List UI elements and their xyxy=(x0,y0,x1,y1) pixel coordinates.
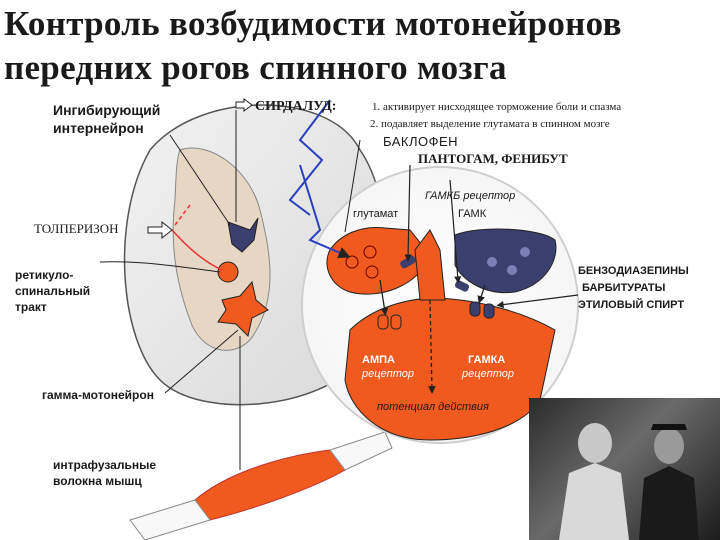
ampa-label-1: АМПА xyxy=(362,354,395,366)
interneuron-label-line1: Ингибирующий xyxy=(53,102,161,118)
vesicle xyxy=(520,247,530,257)
benzodiazepine-label: БЕНЗОДИАЗЕПИНЫ xyxy=(578,265,689,277)
inhibitory-interneuron xyxy=(227,217,259,253)
tendon-right xyxy=(329,431,393,471)
postsynaptic-dendrite xyxy=(414,229,446,301)
gabab-receptor-pre xyxy=(400,255,416,269)
benzo-pointer xyxy=(496,294,579,309)
barbiturate-label: БАРБИТУРАТЫ xyxy=(582,282,666,294)
gabab-receptor-label: ГАМКБ рецептор xyxy=(425,190,516,202)
ampa-label-2: рецептор xyxy=(362,368,414,380)
photo-figures xyxy=(559,423,699,540)
ampa-receptor xyxy=(377,314,389,330)
sirdalud-effect-1: 1. активирует нисходящее торможение боли… xyxy=(372,101,622,113)
vesicle xyxy=(487,257,497,267)
gamma-pointer xyxy=(164,329,239,394)
reticulo-label-3: тракт xyxy=(15,300,47,314)
reticulospinal-terminal xyxy=(217,261,239,283)
vesicle xyxy=(345,255,359,269)
gaba-label: ГАМК xyxy=(458,208,487,220)
title-bar: Контроль возбудимости мотонейронов перед… xyxy=(0,0,720,96)
pantogam-label: ПАНТОГАМ, ФЕНИБУТ xyxy=(418,151,568,166)
glutamate-label: глутамат xyxy=(353,208,399,220)
page-title-line-2: передних рогов спинного мозга xyxy=(4,48,507,87)
gaba-release-arrow xyxy=(477,284,486,304)
reticulo-label-1: ретикуло- xyxy=(15,268,74,282)
reticulo-line xyxy=(99,261,221,273)
sirdalud-label: СИРДАЛУД: xyxy=(255,99,337,114)
gamma-motoneuron xyxy=(217,280,269,337)
interneuron-label-line2: интернейрон xyxy=(53,120,144,136)
baclofen-pointer xyxy=(404,164,412,262)
reticulo-label-2: спинальный xyxy=(15,284,91,298)
gabaa-receptor xyxy=(469,301,481,317)
gamma-label: гамма-мотонейрон xyxy=(42,388,154,402)
sirdalud-effect-2: 2. подавляет выделение глутамата в спинн… xyxy=(370,118,610,130)
signal-arrow xyxy=(428,299,436,394)
sirdalud-lightning-1 xyxy=(288,99,331,216)
gabaa-receptor xyxy=(483,303,495,319)
gabaa-label-1: ГАМКА xyxy=(468,354,506,366)
red-tract-line xyxy=(171,229,223,271)
gaba-terminal xyxy=(454,228,557,294)
vesicle xyxy=(363,245,377,259)
tendon-left xyxy=(129,499,211,540)
interneuron-pointer xyxy=(169,134,231,226)
glutamate-axon xyxy=(344,139,361,233)
sirdalud-lightning-2 xyxy=(299,164,351,259)
ampa-receptor xyxy=(390,314,402,330)
tolperisone-label: ТОЛПЕРИЗОН xyxy=(34,221,119,236)
glutamate-release-arrow xyxy=(379,279,389,316)
gabaa-label-2: рецептор xyxy=(462,368,514,380)
right-arrow-icon xyxy=(147,220,173,240)
intrafusal-muscle xyxy=(189,449,354,522)
vesicle xyxy=(365,265,379,279)
baclofen-label: БАКЛОФЕН xyxy=(383,134,459,149)
vesicle xyxy=(507,265,517,275)
action-potential-label: потенциал действия xyxy=(377,401,489,413)
ethanol-label: ЭТИЛОВЫЙ СПИРТ xyxy=(578,299,685,311)
film-still-photo xyxy=(529,398,720,540)
left-arrow-icon xyxy=(235,98,253,112)
pantogam-pointer xyxy=(449,179,462,284)
glutamate-terminal xyxy=(326,226,431,295)
intrafusal-label-1: интрафузальные xyxy=(53,458,157,472)
intrafusal-label-2: волокна мышц xyxy=(53,474,142,488)
page-title-line-1: Контроль возбудимости мотонейронов xyxy=(4,4,622,43)
